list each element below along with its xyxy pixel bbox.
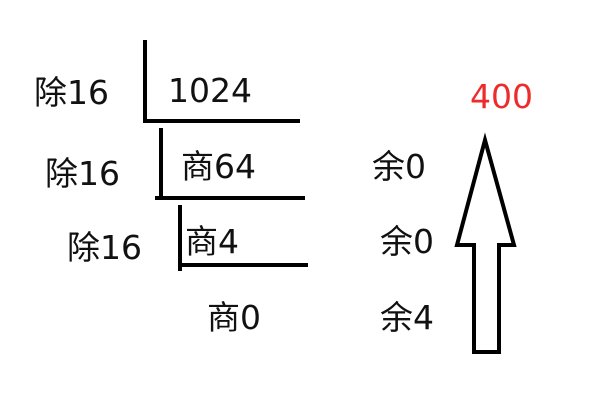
up-arrow-icon bbox=[454, 132, 517, 354]
quotient-2: 商4 bbox=[185, 222, 239, 261]
divisor-label-3: 除16 bbox=[67, 228, 142, 267]
remainder-2: 余0 bbox=[380, 222, 434, 261]
remainder-3: 余4 bbox=[380, 298, 434, 337]
dividend-value: 1024 bbox=[168, 71, 252, 110]
result-value: 400 bbox=[470, 77, 533, 116]
remainder-1: 余0 bbox=[372, 147, 426, 186]
divisor-label-2: 除16 bbox=[45, 154, 120, 193]
quotient-3: 商0 bbox=[207, 298, 261, 337]
divisor-label-1: 除16 bbox=[34, 73, 109, 112]
quotient-1: 商64 bbox=[181, 147, 256, 186]
